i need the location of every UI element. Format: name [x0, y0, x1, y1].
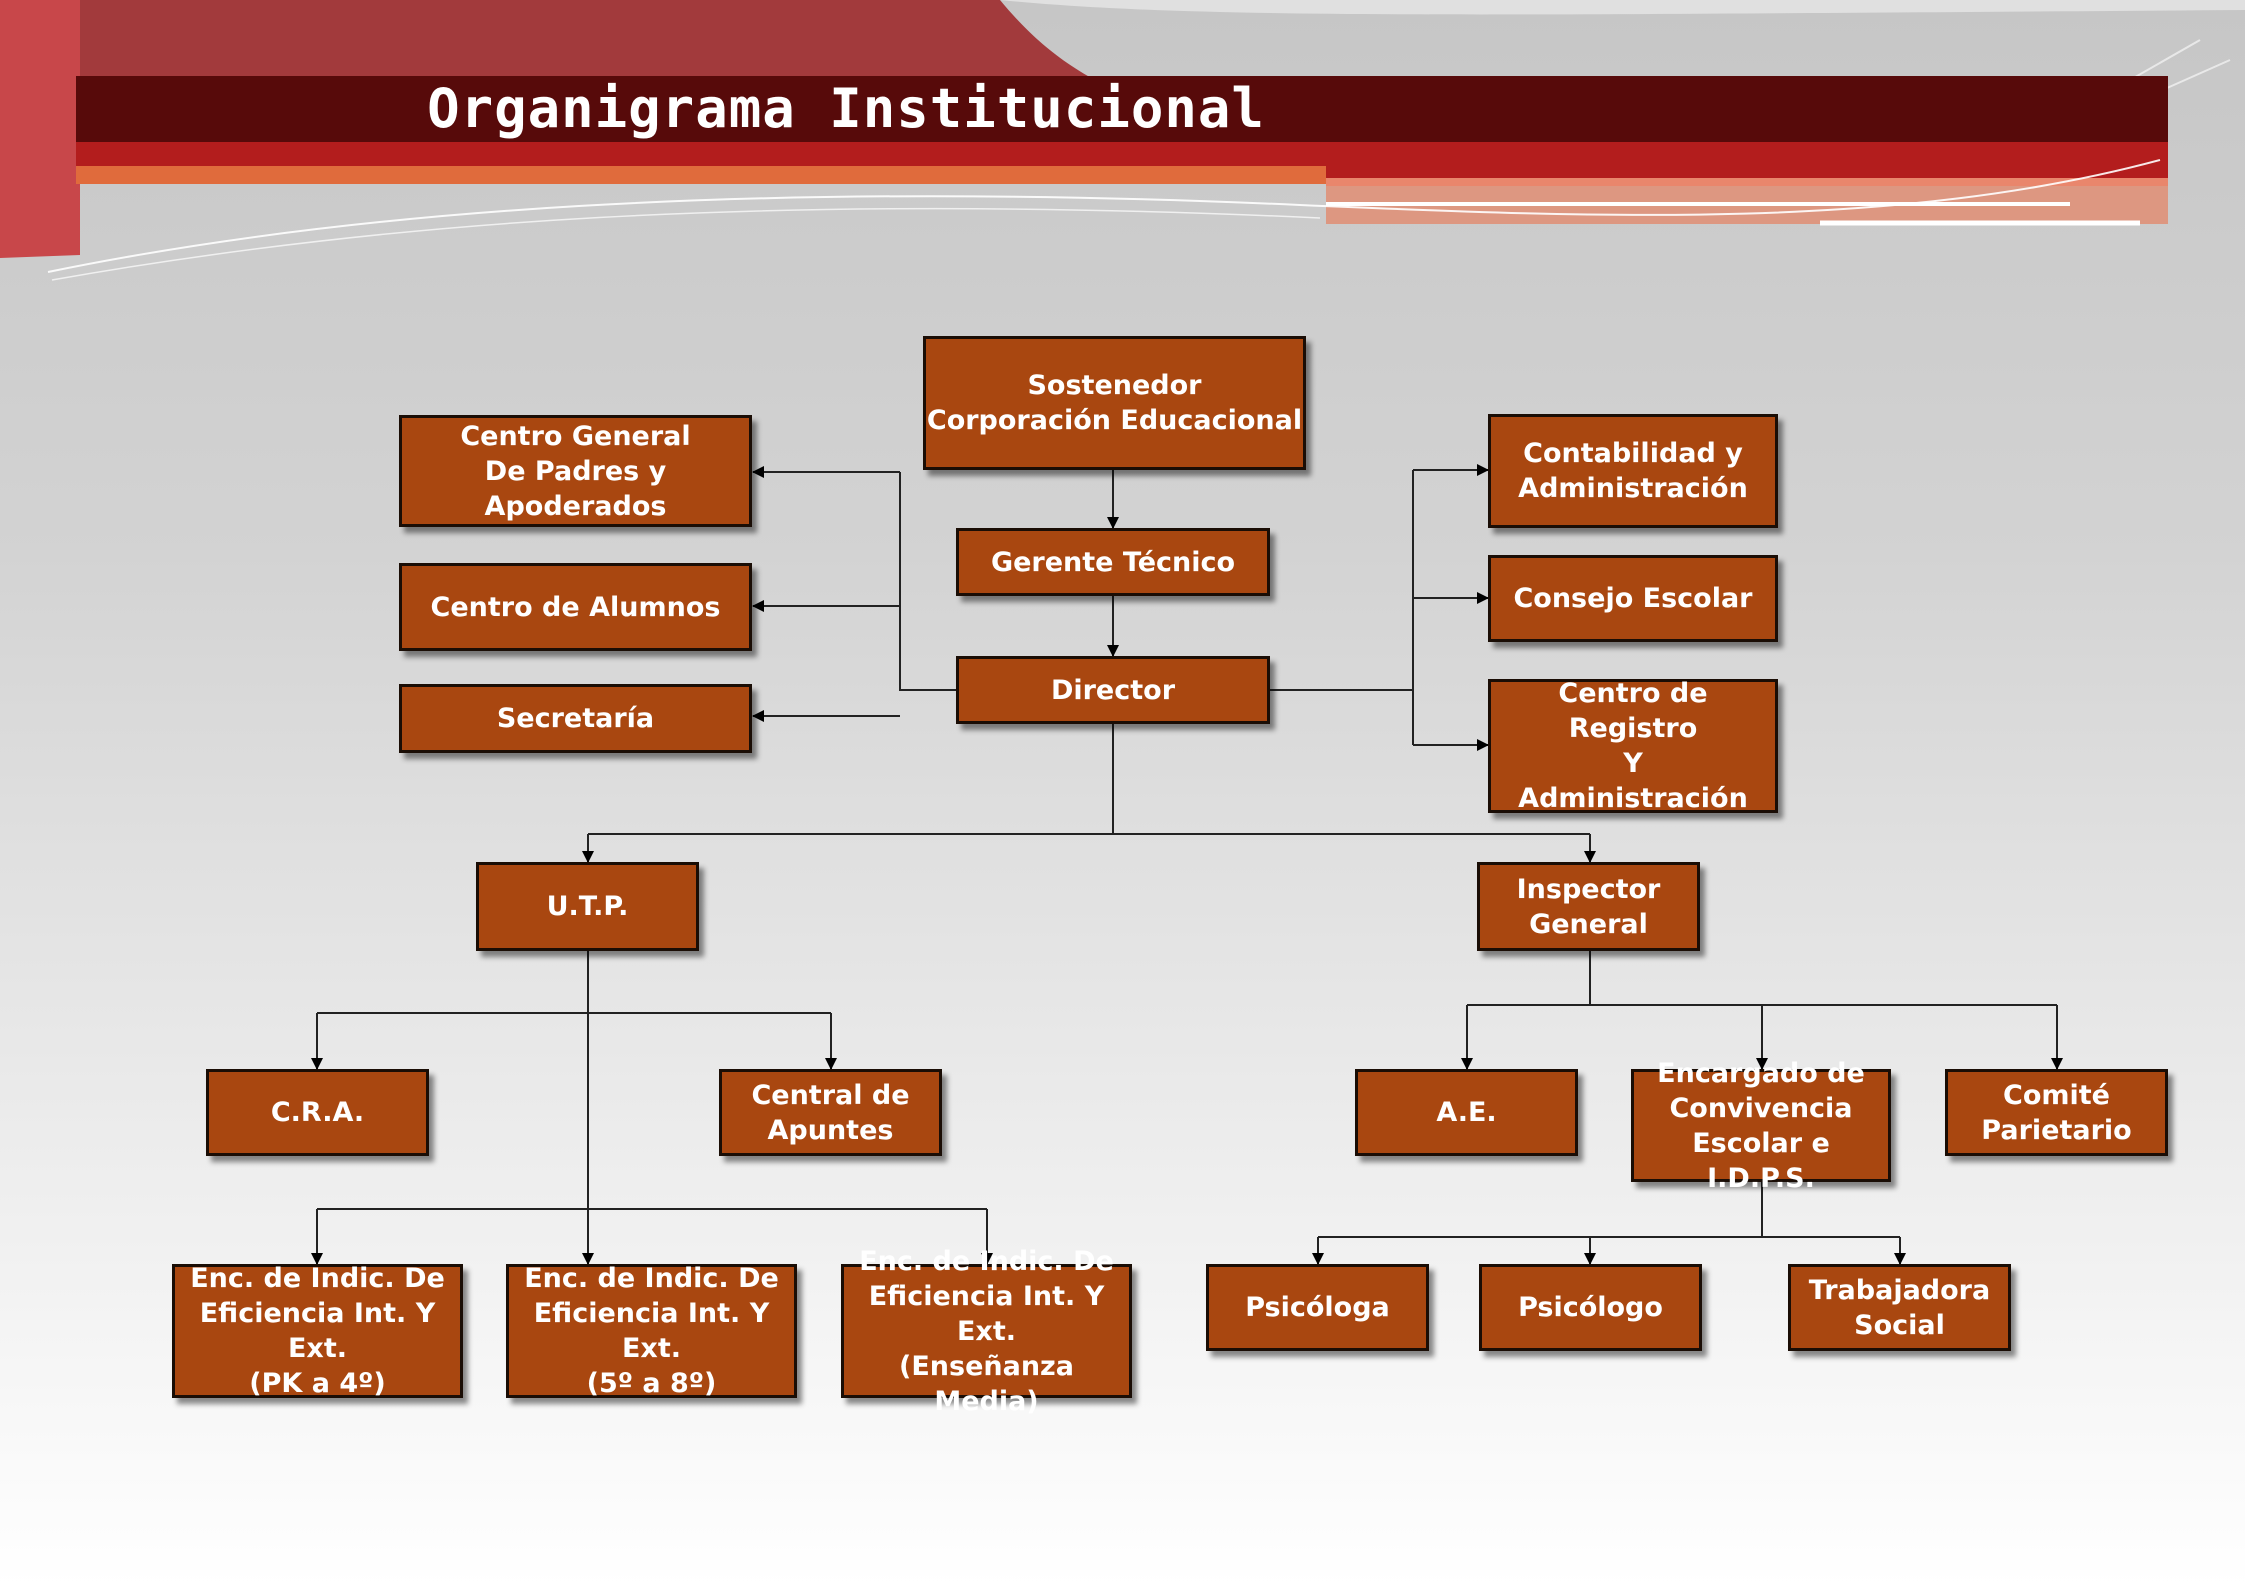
page-title: Organigrama Institucional	[427, 77, 1265, 140]
title-bar	[76, 76, 2168, 142]
node-centro-alumnos: Centro de Alumnos	[399, 563, 752, 651]
node-comite-parietario: Comité Parietario	[1945, 1069, 2168, 1156]
node-centro-registro: Centro de Registro Y Administración	[1488, 678, 1778, 814]
node-trabajadora-social: Trabajadora Social	[1788, 1264, 2011, 1351]
node-gerente-tecnico: Gerente Técnico	[956, 528, 1270, 596]
node-ae: A.E.	[1355, 1069, 1578, 1156]
node-inspector-general: Inspector General	[1477, 862, 1700, 951]
node-utp: U.T.P.	[476, 862, 699, 951]
node-sostenedor: Sostenedor Corporación Educacional	[923, 336, 1306, 470]
node-enc-indic-pk: Enc. de Indic. De Eficiencia Int. Y Ext.…	[172, 1263, 463, 1399]
node-psicologa: Psicóloga	[1206, 1264, 1429, 1351]
node-encargado-convivencia: Encargado de Convivencia Escolar e I.D.P…	[1631, 1058, 1891, 1194]
node-psicologo: Psicólogo	[1479, 1264, 1702, 1351]
connector-director-left	[899, 472, 957, 691]
node-enc-indic-media: Enc. de Indic. De Eficiencia Int. Y Ext.…	[841, 1246, 1132, 1417]
node-secretaria: Secretaría	[399, 684, 752, 753]
node-cra: C.R.A.	[206, 1069, 429, 1156]
node-consejo-escolar: Consejo Escolar	[1488, 555, 1778, 642]
node-central-apuntes: Central de Apuntes	[719, 1069, 942, 1156]
node-centro-padres: Centro General De Padres y Apoderados	[399, 415, 752, 527]
node-contabilidad: Contabilidad y Administración	[1488, 414, 1778, 528]
node-enc-indic-5-8: Enc. de Indic. De Eficiencia Int. Y Ext.…	[506, 1263, 797, 1399]
header-decoration	[0, 0, 2245, 281]
node-director: Director	[956, 656, 1270, 724]
